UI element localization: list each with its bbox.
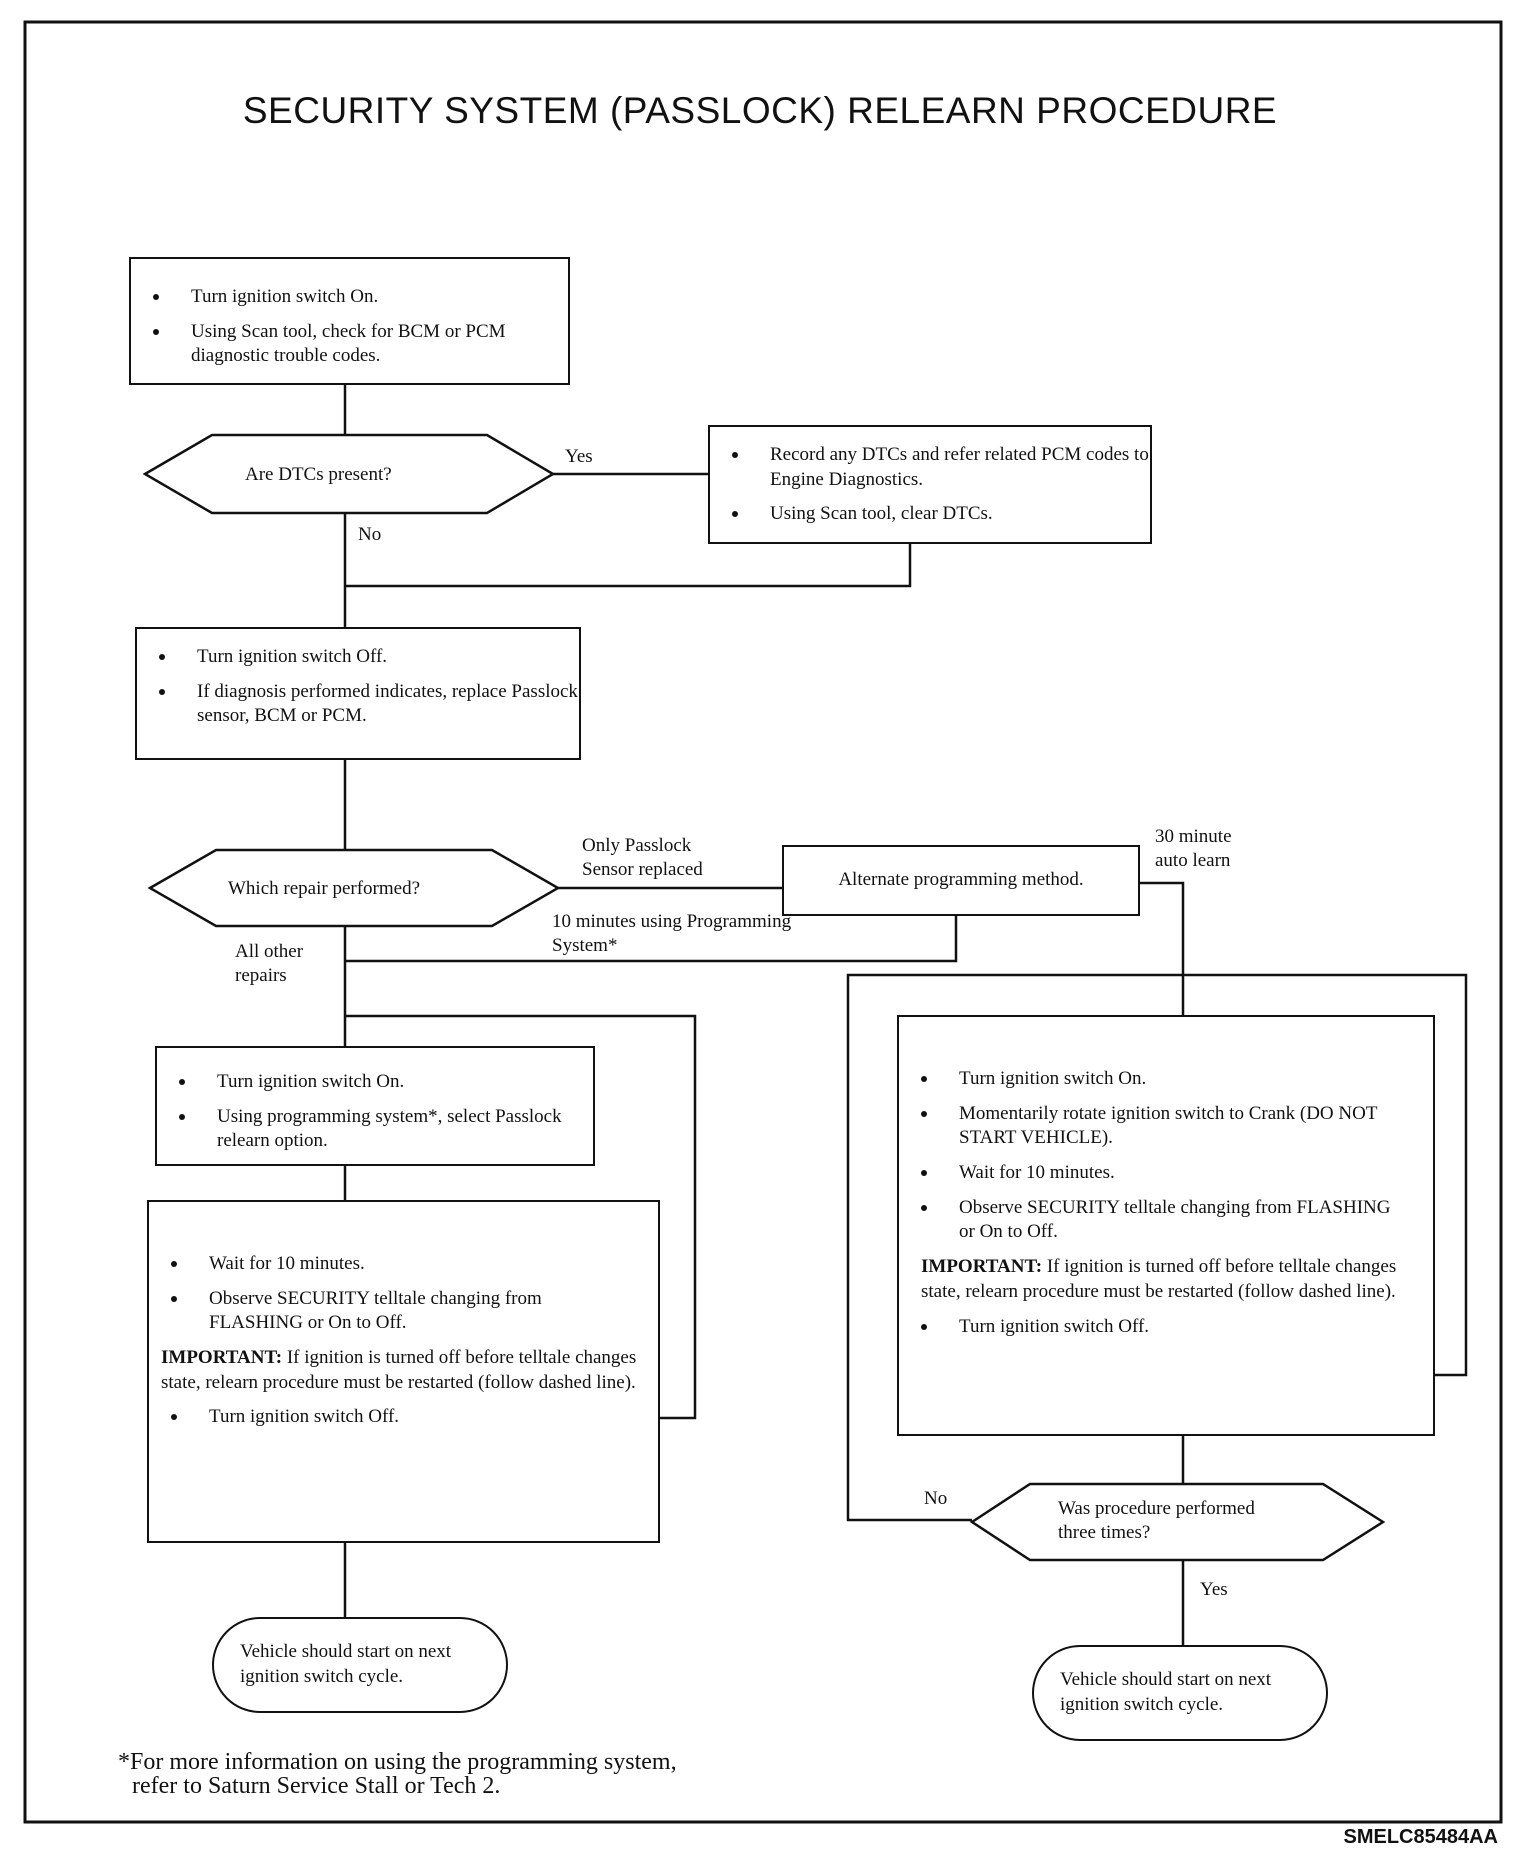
right-bullet-3: Wait for 10 minutes. — [921, 1161, 1409, 1186]
step1-box: Turn ignition switch On. Using Scan tool… — [129, 257, 570, 385]
left-box2-bullet-3: Turn ignition switch Off. — [171, 1405, 638, 1430]
step2-bullet-2: If diagnosis performed indicates, replac… — [159, 680, 579, 729]
important-label: IMPORTANT: — [161, 1347, 283, 1369]
step2-box: Turn ignition switch Off. If diagnosis p… — [135, 627, 581, 760]
record-bullet-2: Using Scan tool, clear DTCs. — [732, 502, 1150, 527]
end-right-text: Vehicle should start on next ignition sw… — [1060, 1669, 1272, 1715]
decision-repair-shape — [147, 848, 561, 928]
connector-ten-minutes — [345, 916, 958, 963]
left-important-note: IMPORTANT: If ignition is turned off bef… — [161, 1346, 638, 1395]
left-box2-bullet-1: Wait for 10 minutes. — [171, 1252, 638, 1277]
end-left-text: Vehicle should start on next ignition sw… — [240, 1641, 452, 1687]
record-dtc-box: Record any DTCs and refer related PCM co… — [708, 425, 1152, 544]
left-box1-bullet-1: Turn ignition switch On. — [179, 1070, 593, 1095]
dtc-yes-label: Yes — [565, 446, 593, 467]
right-bullet-2: Momentarily rotate ignition switch to Cr… — [921, 1102, 1409, 1151]
right-auto-learn-box: Turn ignition switch On. Momentarily rot… — [897, 1015, 1435, 1436]
important-text: If ignition is turned off before telltal… — [921, 1256, 1397, 1302]
end-left-oval: Vehicle should start on next ignition sw… — [212, 1617, 508, 1713]
outer-frame — [23, 20, 1503, 1824]
decision-dtc-shape — [142, 433, 556, 515]
ten-minutes-label: 10 minutes using Programming System* — [552, 911, 792, 956]
figure-code: SMELC85484AA — [1343, 1826, 1498, 1848]
step1-bullet-1: Turn ignition switch On. — [153, 285, 568, 310]
alt-method-label: Alternate programming method. — [838, 869, 1084, 891]
right-important-note: IMPORTANT: If ignition is turned off bef… — [921, 1255, 1409, 1304]
footnote: *For more information on using the progr… — [118, 1750, 677, 1798]
connector-right-loop-back — [1183, 973, 1468, 1377]
step1-bullet-2: Using Scan tool, check for BCM or PCM di… — [153, 320, 568, 369]
left-programming-box: Turn ignition switch On. Using programmi… — [155, 1046, 595, 1166]
left-box1-bullet-2: Using programming system*, select Passlo… — [179, 1105, 593, 1154]
decision-dtc-label: Are DTCs present? — [245, 464, 392, 485]
thirty-minute-label: 30 minute auto learn — [1155, 826, 1232, 871]
footnote-line-2: refer to Saturn Service Stall or Tech 2. — [132, 1773, 501, 1799]
footnote-line-1: *For more information on using the progr… — [118, 1749, 677, 1775]
important-label: IMPORTANT: — [921, 1256, 1043, 1278]
connector-left-loop — [345, 1014, 697, 1420]
only-passlock-label: Only Passlock Sensor replaced — [582, 835, 703, 880]
right-bullet-4: Observe SECURITY telltale changing from … — [921, 1196, 1409, 1245]
connector-return — [345, 544, 912, 588]
left-box2-bullet-2: Observe SECURITY telltale changing from … — [171, 1287, 638, 1336]
dtc-no-label: No — [358, 524, 382, 545]
decision-three-label: Was procedure performed three times? — [1058, 1498, 1255, 1543]
end-right-oval: Vehicle should start on next ignition sw… — [1032, 1645, 1328, 1741]
alt-method-box: Alternate programming method. — [782, 845, 1140, 916]
connector-right-loop — [846, 973, 1183, 1522]
important-text: If ignition is turned off before telltal… — [161, 1347, 637, 1393]
right-bullet-1: Turn ignition switch On. — [921, 1067, 1409, 1092]
record-bullet-1: Record any DTCs and refer related PCM co… — [732, 443, 1150, 492]
right-bullet-5: Turn ignition switch Off. — [921, 1315, 1409, 1340]
decision-three-shape — [969, 1482, 1386, 1562]
three-yes-label: Yes — [1200, 1579, 1228, 1600]
left-wait-box: Wait for 10 minutes. Observe SECURITY te… — [147, 1200, 660, 1543]
three-no-label: No — [924, 1488, 948, 1509]
all-other-label: All other repairs — [235, 941, 304, 986]
decision-repair-label: Which repair performed? — [228, 878, 421, 899]
connector-thirty-minute — [1140, 881, 1185, 1015]
step2-bullet-1: Turn ignition switch Off. — [159, 645, 579, 670]
page-title: SECURITY SYSTEM (PASSLOCK) RELEARN PROCE… — [242, 90, 1278, 131]
